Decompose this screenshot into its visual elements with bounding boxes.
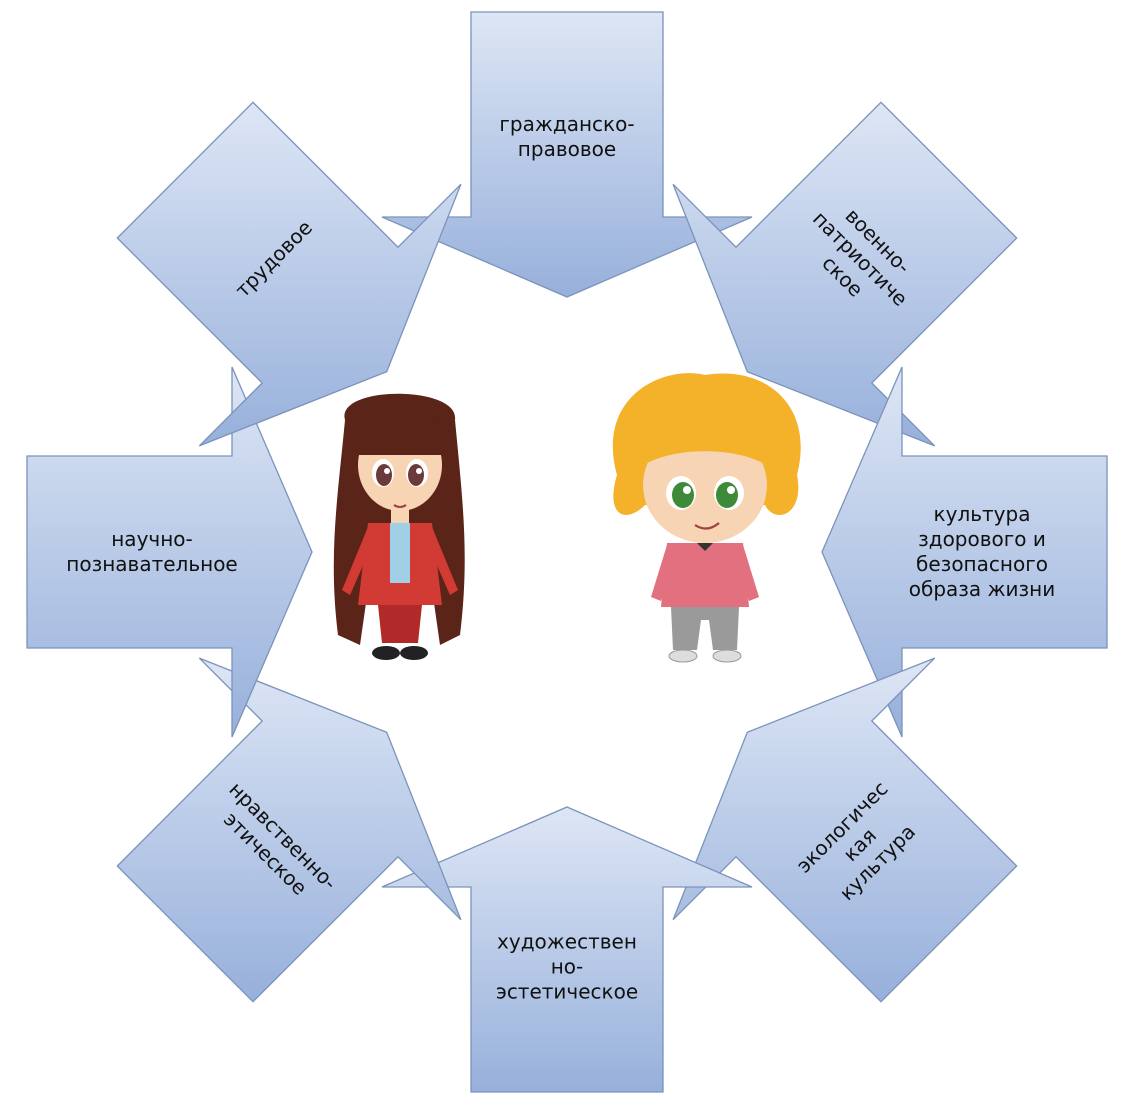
- girl-character-icon: [333, 393, 465, 660]
- arrow-nravstvenno: [116, 657, 462, 1003]
- arrow-trudovoe: [116, 101, 462, 447]
- arrow-khudozhestvenno: [381, 806, 753, 1093]
- arrow-label-text: художествен но- эстетическое: [495, 929, 639, 1004]
- arrow-grazhdansko: [381, 11, 753, 298]
- arrow-label-text: культура здорового и безопасного образа …: [908, 502, 1056, 601]
- arrow-label-text: гражданско- правовое: [499, 112, 635, 161]
- arrow-nauchno: [26, 366, 313, 738]
- arrow-ekologicheskaya: [672, 657, 1018, 1003]
- arrows-ring: [26, 11, 1108, 1093]
- arrow-kultura-zdorovogo: [821, 366, 1108, 738]
- arrow-label-text: научно- познавательное: [66, 527, 238, 576]
- boy-character-icon: [612, 373, 801, 663]
- arrow-voenno: [672, 101, 1018, 447]
